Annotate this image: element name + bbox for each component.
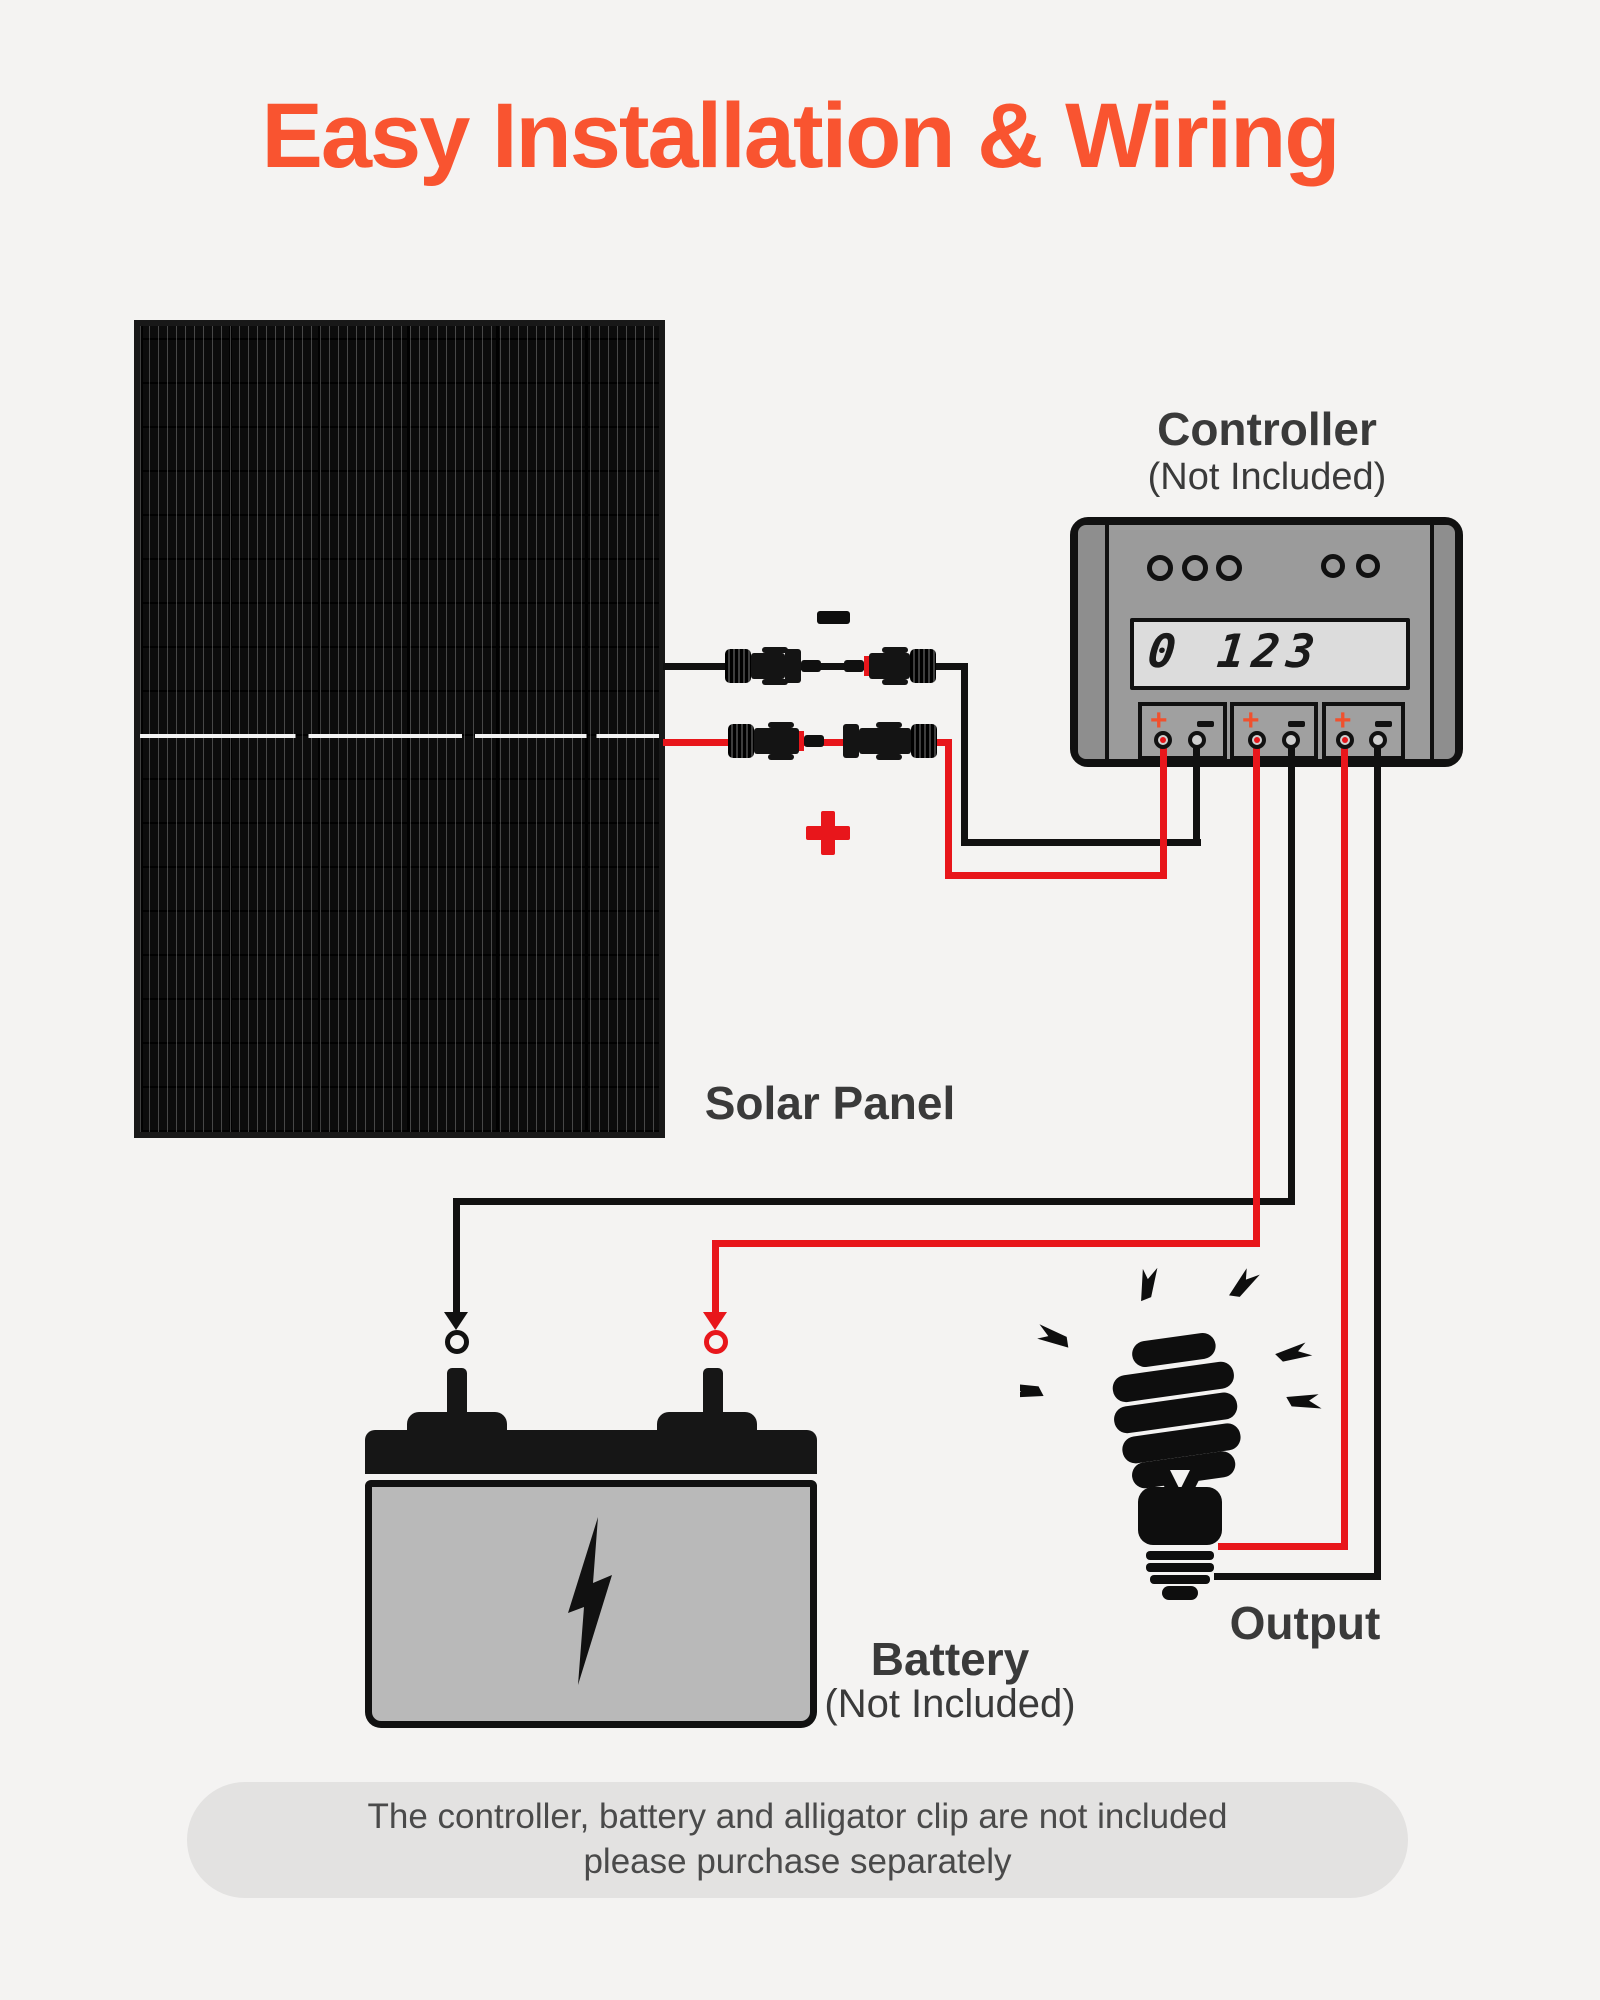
mc4-nose: [844, 660, 864, 672]
terminal-screw-load-positive: [1336, 731, 1354, 749]
positive-clip-arrow-icon: [703, 1312, 727, 1330]
bulb-thread: [1146, 1551, 1214, 1560]
solar-positive-wire-h2: [945, 872, 1167, 879]
plus-symbol-bar: [806, 826, 850, 840]
mc4-rib: [911, 724, 937, 758]
alligator-clip-ring-icon: [445, 1330, 469, 1354]
lcd-value: 0 123: [1145, 624, 1325, 678]
mc4-red-band: [864, 656, 869, 676]
terminal-screw-battery-negative: [1282, 731, 1300, 749]
indicator-light-icon: [1216, 555, 1242, 581]
battery-negative-wire-v1: [1288, 737, 1295, 1205]
mc4-connector-negative-panel-icon: [725, 647, 821, 685]
terminal-minus-mark: [1288, 721, 1305, 727]
controller-subtitle: (Not Included): [1147, 456, 1387, 498]
mc4-body: [869, 647, 910, 685]
solar-panel-graphic: [134, 320, 665, 1138]
solar-negative-wire-v1: [961, 663, 968, 846]
bulb-base: [1138, 1487, 1222, 1545]
page-title: Easy Installation & Wiring: [261, 85, 1341, 187]
minus-symbol: [817, 611, 850, 624]
battery-positive-wire-v1: [1253, 737, 1260, 1247]
indicator-light-icon: [1182, 555, 1208, 581]
load-positive-wire-v: [1341, 737, 1348, 1550]
alligator-clip-ring-icon: [704, 1330, 728, 1354]
terminal-screw-battery-positive: [1248, 731, 1266, 749]
terminal-minus-mark: [1197, 721, 1214, 727]
terminal-plus-label: +: [1150, 704, 1168, 737]
controller-divider: [1105, 525, 1109, 759]
mc4-nose: [804, 735, 824, 747]
mc4-cap: [843, 724, 859, 758]
battery-sublabel: (Not Included): [824, 1682, 1076, 1726]
battery-cover: [365, 1430, 817, 1474]
lightning-bolt-icon: [568, 1517, 612, 1685]
solar-negative-wire-v2: [1193, 737, 1200, 846]
mc4-body: [754, 722, 799, 760]
battery-positive-wire-h: [712, 1240, 1260, 1247]
disclaimer-pill: The controller, battery and alligator cl…: [187, 1782, 1408, 1898]
controller-side-panel: [1078, 525, 1105, 759]
bulb-thread: [1146, 1563, 1214, 1572]
output-label: Output: [1229, 1597, 1381, 1649]
mc4-body: [859, 722, 911, 760]
mc4-connector-positive-panel-icon: [728, 722, 824, 760]
mc4-rib: [728, 724, 754, 758]
mc4-body: [751, 647, 788, 685]
light-rays-icon: [1020, 1268, 1322, 1409]
controller-box: 0 123 + + +: [1070, 517, 1463, 767]
battery-negative-wire-v2: [453, 1198, 460, 1314]
terminal-block-load: +: [1322, 702, 1405, 760]
bulb-thread: [1150, 1575, 1210, 1584]
terminal-plus-label: +: [1334, 704, 1352, 737]
battery-label: Battery: [870, 1633, 1030, 1685]
indicator-light-icon: [1147, 555, 1173, 581]
solar-panel-label: Solar Panel: [704, 1077, 956, 1129]
plus-symbol: [806, 811, 850, 855]
bulb-spiral: [1112, 1332, 1241, 1489]
mc4-cap: [785, 649, 801, 683]
terminal-screw-solar-negative: [1188, 731, 1206, 749]
indicator-light-icon: [1356, 554, 1380, 578]
terminal-minus-mark: [1375, 721, 1392, 727]
cfl-bulb-icon: [1020, 1268, 1322, 1600]
mc4-connector-positive-controller-icon: [843, 722, 937, 760]
load-negative-wire-h: [1214, 1573, 1381, 1580]
indicator-light-icon: [1321, 554, 1345, 578]
terminal-block-battery: +: [1230, 702, 1318, 760]
load-negative-wire-v: [1374, 737, 1381, 1580]
solar-positive-wire-v2: [1160, 737, 1167, 879]
mc4-connector-negative-controller-icon: [844, 647, 936, 685]
mc4-nose: [801, 660, 821, 672]
note-line-1: The controller, battery and alligator cl…: [367, 1797, 1228, 1837]
solar-negative-wire-h2: [961, 839, 1201, 846]
mc4-rib: [725, 649, 751, 683]
bulb-tip: [1162, 1586, 1198, 1600]
mc4-red-band: [799, 731, 804, 751]
controller-lcd: 0 123: [1130, 618, 1410, 690]
controller-divider: [1430, 525, 1434, 759]
terminal-block-solar: +: [1138, 702, 1227, 760]
note-line-2: please purchase separately: [583, 1842, 1012, 1881]
battery-negative-wire-h: [453, 1198, 1295, 1205]
battery-body: [365, 1480, 817, 1728]
terminal-screw-load-negative: [1369, 731, 1387, 749]
terminal-screw-solar-positive: [1154, 731, 1172, 749]
negative-clip-arrow-icon: [444, 1312, 468, 1330]
load-positive-wire-h: [1218, 1543, 1348, 1550]
mc4-rib: [910, 649, 936, 683]
controller-side-panel: [1434, 525, 1455, 759]
controller-title: Controller: [1157, 403, 1377, 455]
terminal-plus-label: +: [1242, 704, 1260, 737]
solar-positive-wire-v1: [945, 739, 952, 879]
solar-panel-midline: [140, 734, 659, 738]
battery-positive-wire-v2: [712, 1240, 719, 1314]
